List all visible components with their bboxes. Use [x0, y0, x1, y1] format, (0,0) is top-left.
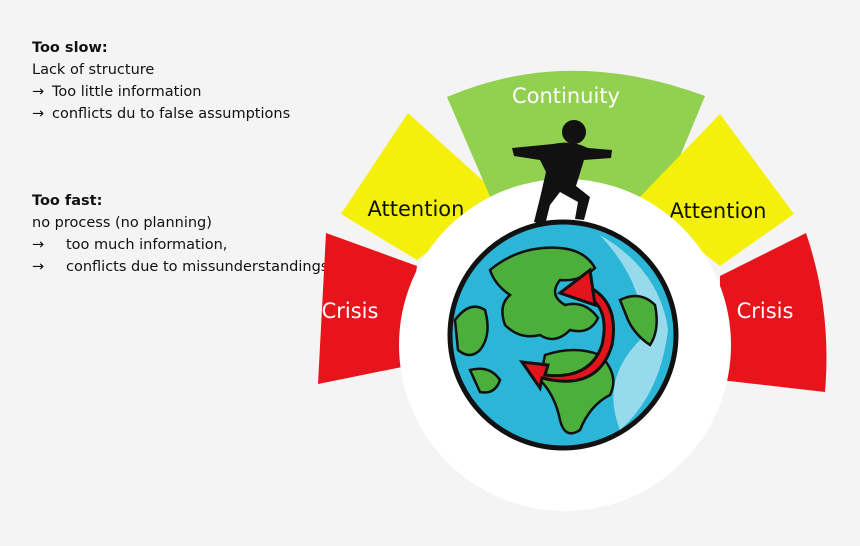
too-fast-arrow-line: → too much information, [32, 234, 328, 256]
too-slow-arrow-text: Too little information [52, 84, 202, 100]
arrow-icon: → [32, 237, 45, 253]
attention-right-label: Attention [670, 199, 767, 223]
too-fast-line: no process (no planning) [32, 215, 212, 231]
arrow-icon: → [32, 259, 45, 275]
too-slow-arrow-text: conflicts du to false assumptions [52, 106, 291, 122]
globe-icon [447, 219, 679, 451]
too-slow-block: Too slow: Lack of structure → Too little … [32, 37, 290, 125]
too-fast-arrow-text: too much information, [66, 237, 228, 253]
arrow-icon: → [32, 106, 45, 122]
too-slow-line: Lack of structure [32, 62, 155, 78]
too-slow-heading: Too slow: [32, 40, 108, 56]
too-slow-arrow-line: → conflicts du to false assumptions [32, 103, 290, 125]
too-fast-arrow-text: conflicts due to missunderstandings [66, 259, 329, 275]
too-fast-block: Too fast: no process (no planning) → too … [32, 190, 328, 278]
crisis-right-segment [720, 233, 827, 392]
runner-icon [512, 120, 612, 225]
rotation-arrow-icon [518, 267, 615, 392]
crisis-left-segment [318, 233, 417, 384]
crisis-right-label: Crisis [737, 299, 794, 323]
crisis-left-label: Crisis [322, 299, 379, 323]
arrow-icon: → [32, 84, 45, 100]
too-slow-arrow-line: → Too little information [32, 81, 290, 103]
continuity-label: Continuity [512, 84, 620, 108]
too-fast-heading: Too fast: [32, 193, 103, 209]
too-fast-arrow-line: → conflicts due to missunderstandings [32, 256, 328, 278]
attention-left-label: Attention [368, 197, 465, 221]
